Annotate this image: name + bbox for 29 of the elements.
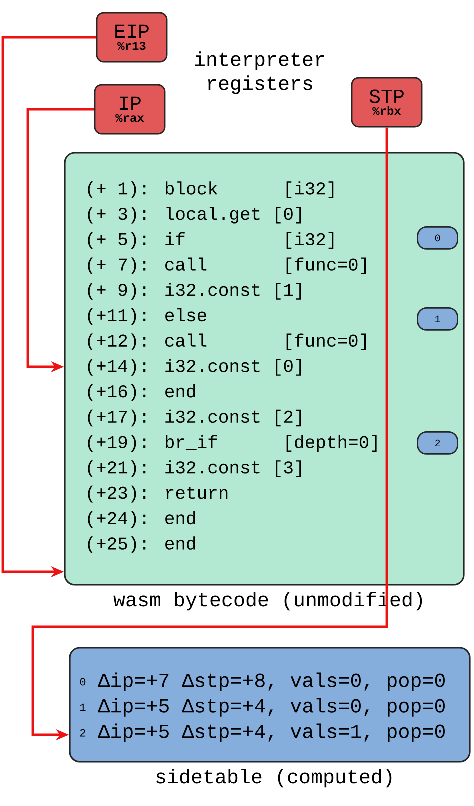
code-line: (+16): end (88, 384, 196, 402)
code-line: (+17): i32.const [2] (88, 410, 302, 427)
register-box: IP %rax (94, 84, 166, 135)
code-line: (+ 7): call [func=0] (88, 258, 366, 274)
sidetable-row: Δip=+5 Δstp=+4, vals=1, pop=0 (98, 724, 445, 742)
code-line: (+ 5): if [i32] (88, 232, 334, 250)
code-line: (+ 3): local.get [0] (88, 206, 302, 224)
code-line: (+19): br_if [depth=0] (88, 435, 377, 452)
panel-label: sidetable (computed) (156, 769, 392, 788)
sidetable-row: Δip=+5 Δstp=+4, vals=0, pop=0 (98, 698, 445, 717)
row-index: 0 (80, 678, 86, 686)
code-line: (+ 9): i32.const [1] (88, 283, 302, 300)
register-box: STP %rbx (351, 77, 423, 128)
sidetable-row: Δip=+7 Δstp=+8, vals=0, pop=0 (98, 672, 445, 692)
row-index: 2 (80, 729, 86, 737)
register-box: EIP %r13 (96, 12, 168, 63)
code-line: (+23): return (88, 486, 228, 503)
code-line: (+ 1): block [i32] (88, 182, 334, 198)
badge: 1 (417, 308, 458, 331)
row-index: 1 (80, 704, 86, 712)
code-line: (+12): call [func=0] (88, 334, 366, 351)
code-line: (+11): else (88, 308, 206, 326)
heading-label: interpreter registers (195, 52, 324, 94)
code-line: (+21): i32.const [3] (88, 460, 302, 478)
code-line: (+25): end (88, 536, 196, 554)
code-line: (+24): end (88, 511, 196, 528)
badge: 0 (417, 226, 458, 250)
code-line: (+14): i32.const [0] (88, 359, 302, 376)
badge: 2 (417, 432, 458, 455)
